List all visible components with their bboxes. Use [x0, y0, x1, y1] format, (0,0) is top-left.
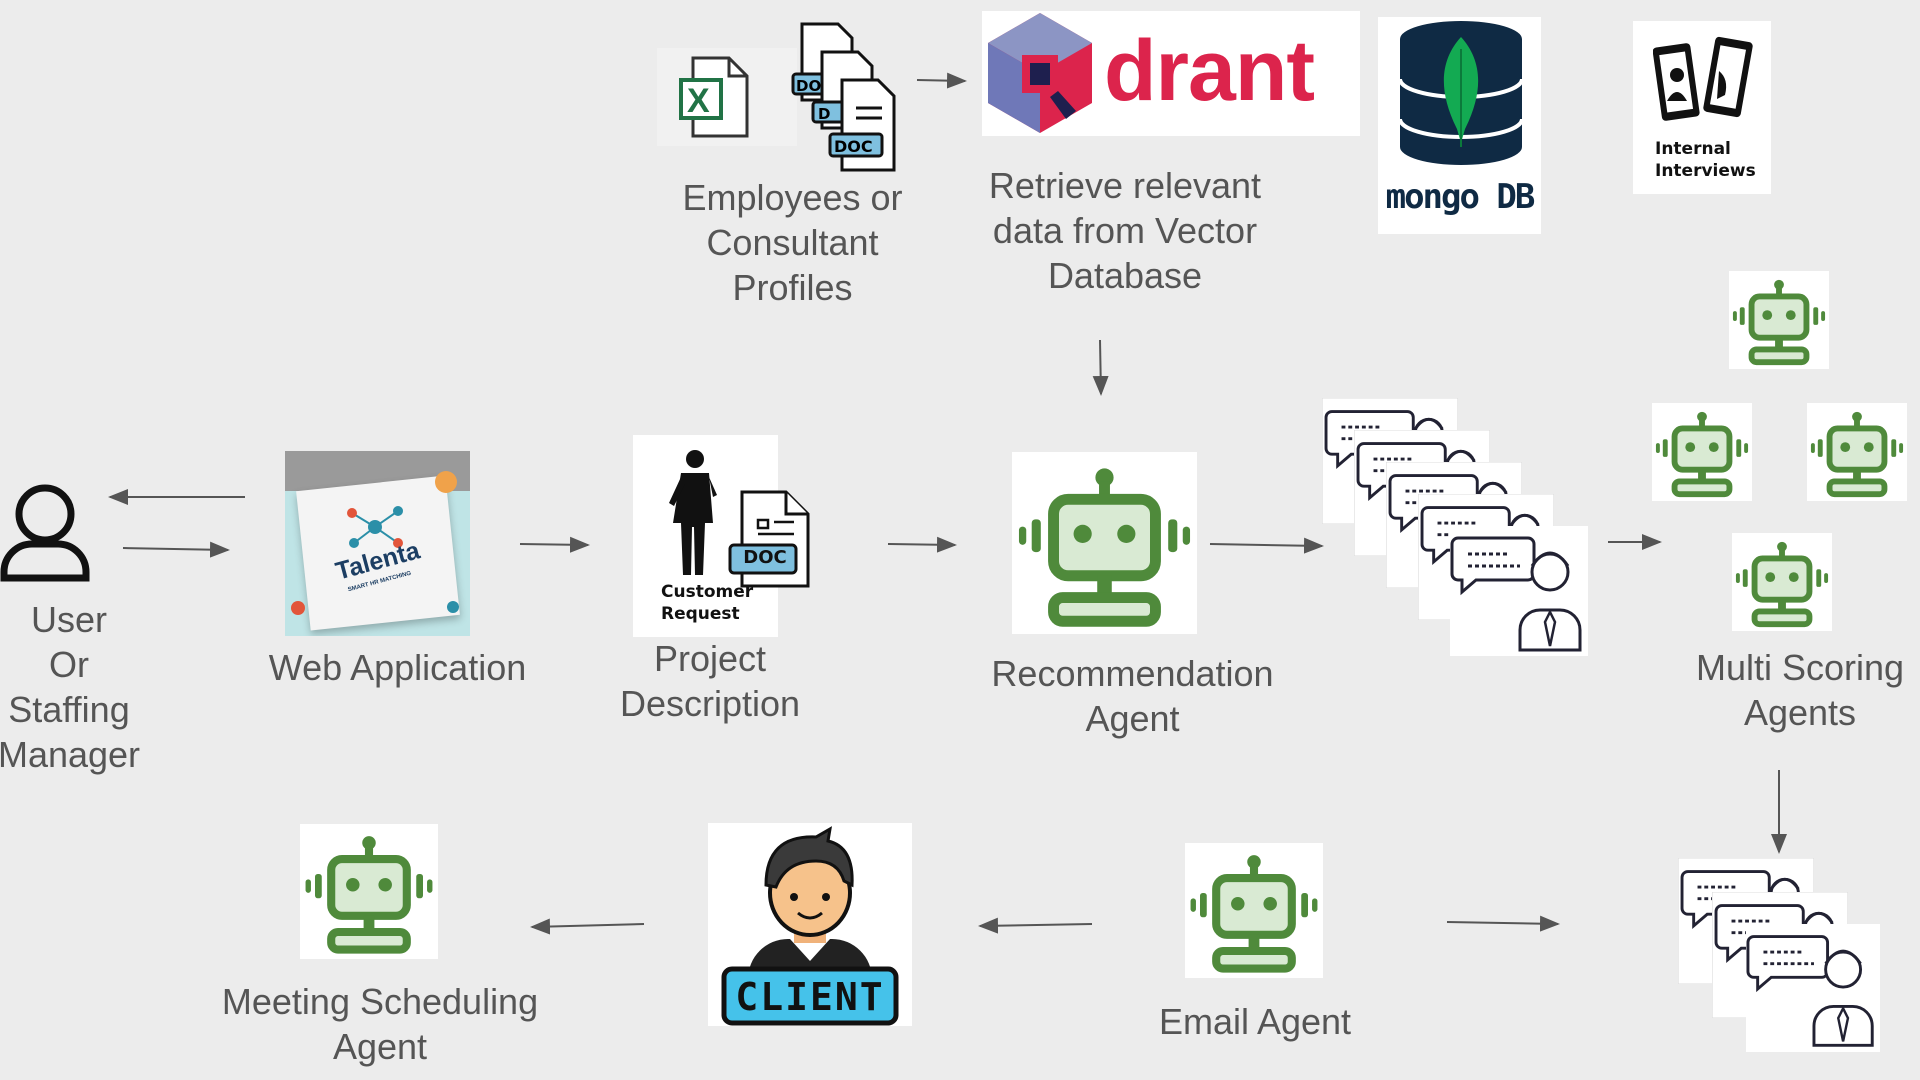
- scoring-agent-card: [1807, 403, 1907, 501]
- robot-agent-icon: [1652, 403, 1752, 501]
- arrow-user-to-app: [122, 541, 230, 558]
- customer-doc-tag: DOC: [743, 547, 787, 568]
- arrow-project-to-recommendation: [887, 536, 957, 553]
- email-agent-label: Email Agent: [1158, 1001, 1352, 1042]
- user-label: User Or Staffing Manager: [0, 599, 141, 775]
- arrow-app-to-project: [519, 536, 590, 553]
- email-agent-card: [1185, 843, 1323, 978]
- customer-figure-icon: [669, 450, 717, 575]
- meeting-agent-label: Meeting Scheduling Agent: [221, 981, 539, 1067]
- robot-agent-icon: [1732, 533, 1832, 631]
- vector-db-label: Retrieve relevant data from Vector Datab…: [988, 165, 1262, 296]
- client-badge: CLIENT: [735, 975, 885, 1019]
- arrow-email-to-client: [978, 917, 1093, 934]
- scoring-agents-label: Multi Scoring Agents: [1695, 647, 1905, 733]
- excel-glyph: X: [687, 82, 710, 120]
- qdrant-mark: [988, 13, 1092, 133]
- scoring-agent-card: [1729, 271, 1829, 369]
- internal-interviews-caption: Internal Interviews: [1655, 139, 1756, 181]
- excel-icon: [679, 56, 749, 138]
- doc-tag-2: D: [818, 105, 831, 123]
- robot-agent-icon: [1807, 403, 1907, 501]
- robot-agent-icon: [1185, 843, 1323, 978]
- doc-tag-1: DO: [796, 77, 822, 95]
- robot-agent-icon: [300, 824, 438, 959]
- recommendation-agent-card: [1012, 452, 1197, 634]
- meeting-agent-card: [300, 824, 438, 959]
- mongodb-cylinder: [1398, 21, 1524, 165]
- doc-tag-3: DOC: [834, 137, 873, 156]
- qdrant-logo: drant: [982, 11, 1360, 136]
- customer-request-card: DOC Customer Request: [633, 435, 810, 637]
- robot-agent-icon: [1012, 452, 1197, 634]
- talenta-network-icon: [347, 506, 403, 548]
- arrow-vectordb-to-recommendation: [1092, 339, 1109, 396]
- client-card: CLIENT: [708, 823, 912, 1026]
- consultant-avatar-card: [1746, 924, 1880, 1052]
- excel-icon-card: X: [657, 48, 797, 146]
- doc-stack-icon: [791, 22, 896, 172]
- web-app-card: Talenta SMART HR MATCHING: [285, 451, 470, 636]
- interview-phones-icon: [1653, 36, 1753, 121]
- mongodb-logo: mongo DB: [1378, 17, 1541, 234]
- arrow-email-to-shortlist: [1446, 915, 1560, 932]
- arrow-client-to-meeting: [530, 918, 645, 935]
- client-icon: [721, 826, 899, 1026]
- user-icon: [0, 484, 90, 582]
- profiles-label: Employees or Consultant Profiles: [682, 177, 903, 308]
- customer-request-caption: Customer Request: [661, 582, 754, 624]
- arrow-profiles-to-qdrant: [916, 72, 967, 89]
- project-description-label: Project Description: [619, 638, 801, 724]
- mongodb-logo-text: mongo DB: [1385, 177, 1536, 217]
- consultant-avatar-card: [1450, 526, 1588, 656]
- recommendation-agent-label: Recommendation Agent: [991, 653, 1274, 739]
- scoring-agent-card: [1652, 403, 1752, 501]
- arrow-recommendation-to-candidates: [1209, 537, 1324, 554]
- doc-icon: [728, 490, 810, 588]
- qdrant-logo-text: drant: [1104, 23, 1315, 119]
- web-app-label: Web Application: [268, 647, 527, 688]
- internal-interviews-card: Internal Interviews: [1633, 21, 1771, 194]
- robot-agent-icon: [1729, 271, 1829, 369]
- scoring-agent-card: [1732, 533, 1832, 631]
